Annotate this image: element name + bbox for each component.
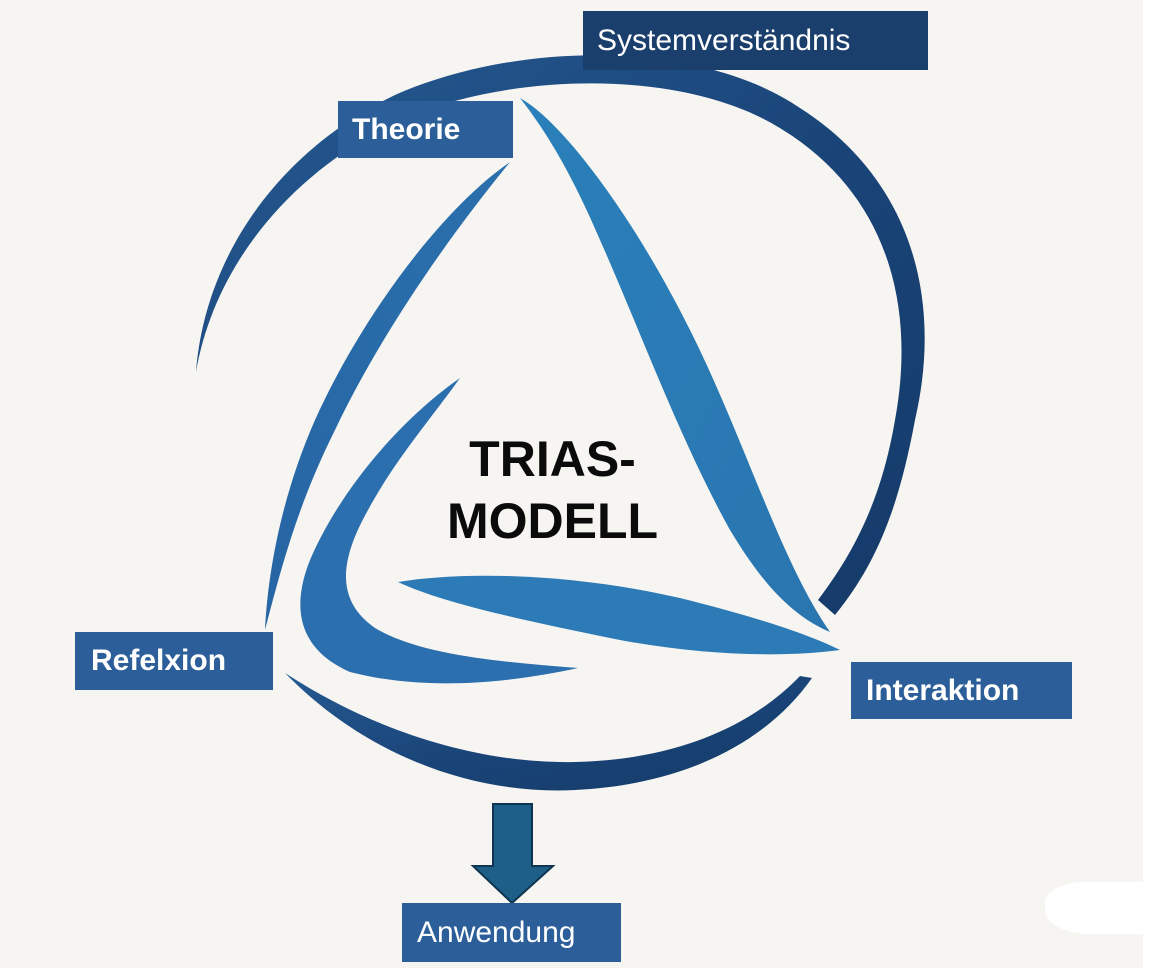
blade-left	[265, 162, 510, 630]
center-title: TRIAS- MODELL	[415, 428, 690, 552]
outer-arc-bottom	[285, 673, 812, 791]
blade-inner-left	[300, 378, 578, 684]
center-title-line2: MODELL	[446, 493, 659, 549]
label-systemverstaendnis: Systemverständnis	[583, 11, 928, 70]
label-theorie: Theorie	[338, 101, 513, 158]
label-anwendung: Anwendung	[402, 903, 621, 962]
center-title-line1: TRIAS-	[469, 431, 636, 487]
blade-right	[520, 98, 830, 632]
right-edge-strip	[1143, 0, 1163, 968]
label-interaktion: Interaktion	[851, 662, 1072, 719]
blade-inner-bottom	[398, 575, 840, 655]
outer-arc-top	[196, 55, 925, 615]
corner-blot	[1045, 882, 1145, 934]
label-refelxion: Refelxion	[75, 632, 273, 690]
down-arrow-icon	[470, 803, 556, 905]
